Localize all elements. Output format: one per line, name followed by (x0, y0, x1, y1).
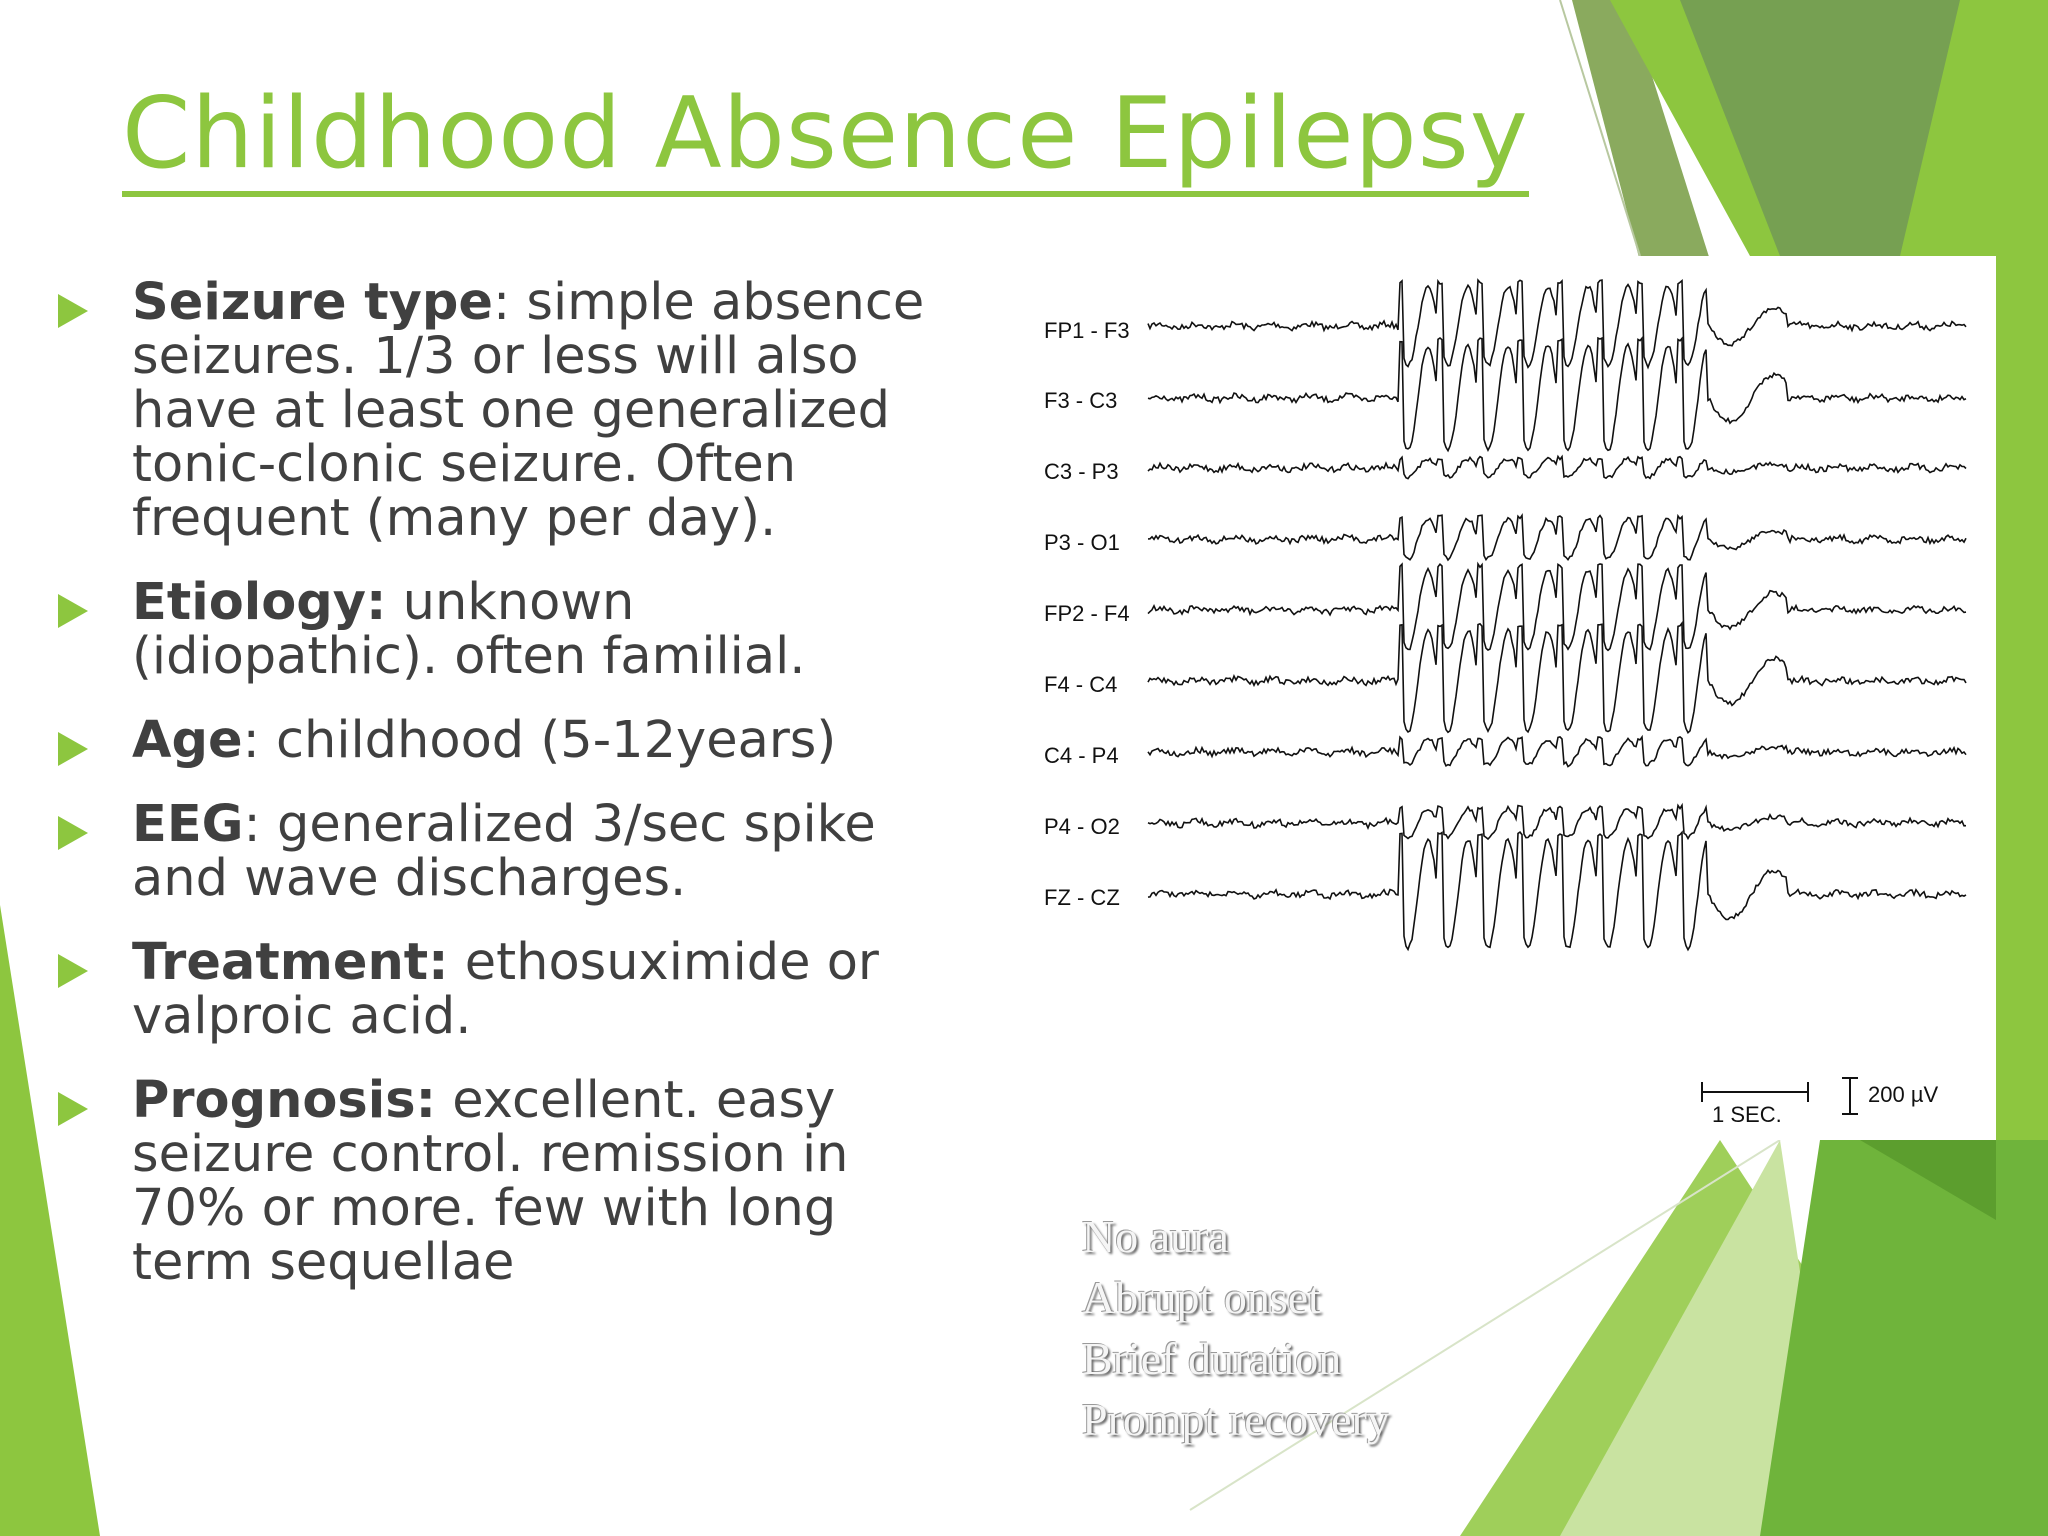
eeg-trace-line (1147, 336, 1967, 453)
bullet-separator (436, 1071, 452, 1130)
note-line: Brief duration (1082, 1333, 1342, 1384)
eeg-trace-line (1147, 278, 1967, 370)
note-line: Prompt recovery (1082, 1394, 1390, 1445)
amplitude-scale-label: 200 µV (1868, 1082, 1939, 1107)
arrow-bullet-icon (58, 1092, 88, 1126)
arrow-bullet-icon (58, 954, 88, 988)
eeg-trace-line (1147, 734, 1967, 768)
arrow-bullet-icon (58, 594, 88, 628)
eeg-channel-label: F4 - C4 (1044, 672, 1118, 697)
eeg-channel-label: FP2 - F4 (1044, 601, 1130, 626)
eeg-trace-line (1147, 454, 1967, 480)
bullet-term: Prognosis: (132, 1071, 437, 1130)
bullet-text: simple absence seizures. 1/3 or less wil… (132, 273, 925, 548)
eeg-channel-label: FZ - CZ (1044, 885, 1120, 910)
arrow-bullet-icon (58, 732, 88, 766)
eeg-waveforms (1147, 278, 1967, 952)
bullet-treatment: Treatment: ethosuximide or valproic acid… (56, 936, 956, 1044)
eeg-channel-label: C4 - P4 (1044, 743, 1119, 768)
scale-bars-icon (1701, 1077, 1858, 1115)
eeg-trace-line (1147, 830, 1967, 952)
bullet-term: Treatment: (132, 933, 449, 992)
clinical-notes: No aura Abrupt onset Brief duration Prom… (1082, 1206, 1390, 1450)
eeg-channel-label: P3 - O1 (1044, 530, 1120, 555)
bullet-text: childhood (5-12years) (275, 711, 837, 770)
eeg-channel-label: FP1 - F3 (1044, 318, 1130, 343)
bullet-text: generalized 3/sec spike and wave dischar… (132, 795, 876, 908)
eeg-trace-line (1147, 620, 1967, 735)
bullet-separator: : (493, 273, 527, 332)
bullet-separator (386, 573, 402, 632)
time-scale-label: 1 SEC. (1712, 1102, 1782, 1127)
bullet-seizure-type: Seizure type: simple absence seizures. 1… (56, 276, 956, 546)
bullet-list: Seizure type: simple absence seizures. 1… (56, 276, 956, 1320)
bullet-term: Seizure type (132, 273, 494, 332)
bullet-text: unknown (idiopathic). often familial. (132, 573, 806, 686)
bullet-text: ethosuximide or valproic acid. (132, 933, 879, 1046)
bullet-separator (449, 933, 465, 992)
bullet-separator: : (243, 795, 277, 854)
arrow-bullet-icon (58, 294, 88, 328)
note-line: Abrupt onset (1082, 1272, 1321, 1323)
eeg-channel-label: P4 - O2 (1044, 814, 1120, 839)
eeg-trace-line (1147, 561, 1967, 652)
arrow-bullet-icon (58, 816, 88, 850)
note-line: No aura (1082, 1211, 1229, 1262)
slide-title: Childhood Absence Epilepsy (122, 78, 1529, 197)
bullet-term: EEG (132, 795, 244, 854)
bullet-age: Age: childhood (5-12years) (56, 714, 956, 768)
eeg-channel-label: C3 - P3 (1044, 459, 1119, 484)
bullet-eeg: EEG: generalized 3/sec spike and wave di… (56, 798, 956, 906)
bullet-separator: : (242, 711, 276, 770)
bullet-term: Etiology: (132, 573, 387, 632)
eeg-trace-line (1147, 802, 1967, 841)
eeg-trace-line (1147, 512, 1967, 562)
bullet-prognosis: Prognosis: excellent. easy seizure contr… (56, 1074, 956, 1290)
eeg-tracing-figure: FP1 - F3 F3 - C3 C3 - P3 P3 - O1 FP2 - F… (1018, 256, 1996, 1140)
bullet-term: Age (132, 711, 243, 770)
bullet-text: excellent. easy seizure control. remissi… (132, 1071, 849, 1292)
bullet-etiology: Etiology: unknown (idiopathic). often fa… (56, 576, 956, 684)
eeg-channel-label: F3 - C3 (1044, 388, 1118, 413)
